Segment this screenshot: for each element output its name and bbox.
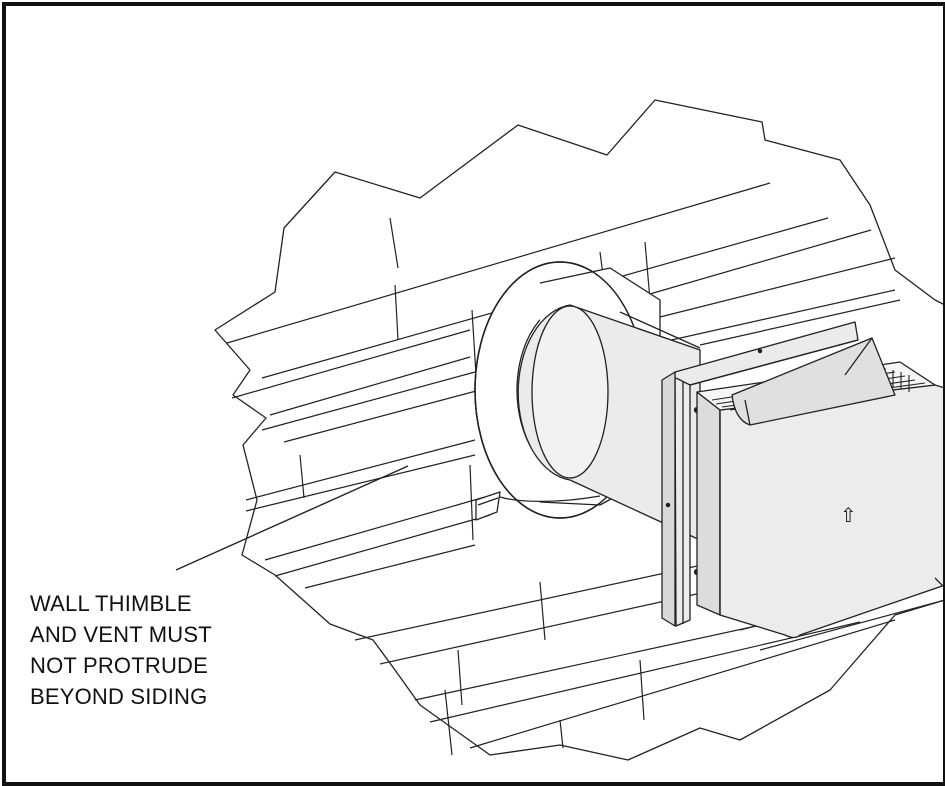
callout-line: NOT PROTRUDE: [30, 653, 209, 678]
callout-line: WALL THIMBLE: [30, 591, 192, 616]
callout-line: BEYOND SIDING: [30, 684, 208, 709]
callout-label: WALL THIMBLE AND VENT MUST NOT PROTRUDE …: [30, 588, 270, 712]
vent-deflector: [731, 337, 896, 426]
vent-hood-front: [719, 384, 945, 639]
siding-joints: [299, 217, 651, 756]
callout-leader: [175, 465, 409, 571]
vent-hood-side: [696, 391, 721, 616]
callout-line: AND VENT MUST: [30, 622, 212, 647]
flow-arrow-icon: ⇧: [840, 503, 857, 527]
